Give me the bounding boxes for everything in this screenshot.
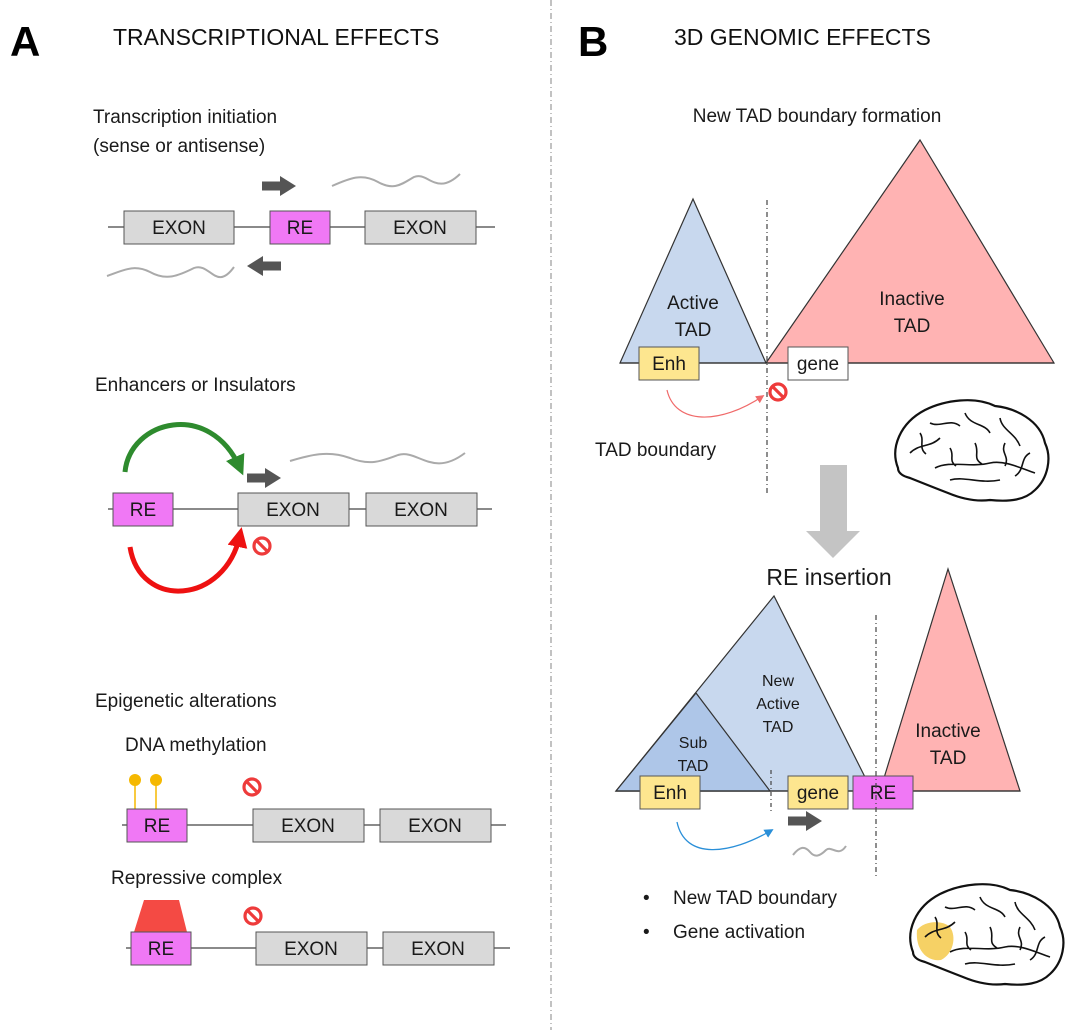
transcription-arrow-icon: [788, 811, 822, 831]
gene-label: gene: [797, 354, 839, 375]
flow-down-arrow-icon: [806, 465, 860, 558]
enhancers-title: Enhancers or Insulators: [95, 375, 296, 396]
bullet-item: Gene activation: [673, 922, 805, 943]
exon-label: EXON: [152, 218, 206, 239]
insulator-arrow: [127, 527, 248, 594]
result-bullets: • New TAD boundary • Gene activation: [643, 888, 838, 943]
re-label: RE: [130, 500, 156, 521]
bottom-tad-diagram: Sub TAD New Active TAD Inactive TAD Enh …: [614, 567, 1021, 878]
enh-label: Enh: [653, 783, 687, 804]
sub-tad-label: TAD: [678, 758, 709, 775]
exon-label: EXON: [281, 816, 335, 837]
block-icon: [768, 382, 788, 402]
exon-box: [252, 808, 365, 843]
re-label: RE: [287, 218, 313, 239]
re-insertion-title: RE insertion: [766, 564, 891, 590]
active-loop-arrow: [676, 821, 774, 851]
re-label: RE: [870, 783, 896, 804]
brain-highlighted-icon: [909, 883, 1065, 986]
inactive-tad-label: TAD: [930, 748, 967, 769]
exon-box: [255, 931, 368, 966]
sub-tad-label: Sub: [679, 735, 708, 752]
exon-box: [237, 492, 350, 527]
exon-label: EXON: [393, 218, 447, 239]
re-box: [269, 210, 331, 245]
exon-box: [364, 210, 477, 245]
re-box: [112, 492, 174, 527]
methylation-diagram: RE EXON EXON: [122, 774, 506, 843]
antisense-arrow-icon: [247, 256, 281, 276]
re-box: [852, 775, 914, 810]
methylation-title: DNA methylation: [125, 735, 267, 756]
bullet-dot: •: [643, 922, 650, 943]
block-icon: [242, 777, 262, 797]
tad-boundary-label: TAD boundary: [595, 440, 717, 461]
panel-b-letter: B: [578, 18, 608, 65]
exon-label: EXON: [411, 939, 465, 960]
sense-arrow-icon: [262, 176, 296, 196]
re-box: [130, 931, 192, 966]
enhancers-diagram: RE EXON EXON: [108, 422, 492, 594]
initiation-title-line1: Transcription initiation: [93, 107, 277, 128]
repressive-complex-shape: [134, 900, 187, 932]
bullet-dot: •: [643, 888, 650, 909]
active-tad-label: TAD: [675, 320, 712, 341]
new-active-tad-label: TAD: [763, 719, 794, 736]
re-label: RE: [148, 939, 174, 960]
transcription-arrow-icon: [247, 468, 281, 488]
enh-box: [639, 775, 701, 810]
bullet-item: New TAD boundary: [673, 888, 838, 909]
repressive-title: Repressive complex: [111, 868, 283, 889]
block-icon: [243, 906, 263, 926]
inactive-tad-label: Inactive: [915, 721, 980, 742]
transcript: [792, 845, 847, 857]
exon-box: [379, 808, 492, 843]
exon-label: EXON: [284, 939, 338, 960]
block-icon: [252, 536, 272, 556]
exon-label: EXON: [394, 500, 448, 521]
antisense-transcript: [106, 266, 235, 279]
panel-a-letter: A: [10, 18, 40, 65]
repressive-diagram: RE EXON EXON: [126, 900, 510, 966]
sense-transcript: [331, 173, 461, 188]
initiation-title-line2: (sense or antisense): [93, 136, 265, 157]
epigenetic-title: Epigenetic alterations: [95, 691, 277, 712]
frontal-lobe-highlight: [916, 922, 954, 961]
new-active-tad-label: New: [762, 673, 794, 690]
transcript: [289, 452, 466, 465]
tad-boundary-formation-title: New TAD boundary formation: [693, 106, 942, 127]
exon-box: [382, 931, 495, 966]
inactive-tad-label: Inactive: [879, 289, 944, 310]
active-tad-label: Active: [667, 293, 719, 314]
inactive-tad-label: TAD: [894, 316, 931, 337]
enhancer-arrow: [122, 422, 245, 476]
enh-label: Enh: [652, 354, 686, 375]
enh-box: [638, 346, 700, 381]
initiation-diagram: EXON RE EXON: [106, 173, 495, 279]
new-active-tad-label: Active: [756, 696, 800, 713]
exon-label: EXON: [266, 500, 320, 521]
blocked-loop-arrow: [666, 389, 765, 418]
panel-a-title: TRANSCRIPTIONAL EFFECTS: [113, 24, 439, 50]
gene-label: gene: [797, 783, 839, 804]
re-box: [126, 808, 188, 843]
brain-icon: [894, 399, 1050, 502]
exon-box: [365, 492, 478, 527]
re-label: RE: [144, 816, 170, 837]
exon-label: EXON: [408, 816, 462, 837]
exon-box: [123, 210, 235, 245]
panel-b-title: 3D GENOMIC EFFECTS: [674, 24, 931, 50]
gene-box: [787, 775, 849, 810]
methyl-group-icon: [129, 774, 141, 786]
methyl-group-icon: [150, 774, 162, 786]
gene-box: [787, 346, 849, 381]
top-tad-diagram: Active TAD Inactive TAD Enh gene TAD bou…: [595, 138, 1056, 493]
